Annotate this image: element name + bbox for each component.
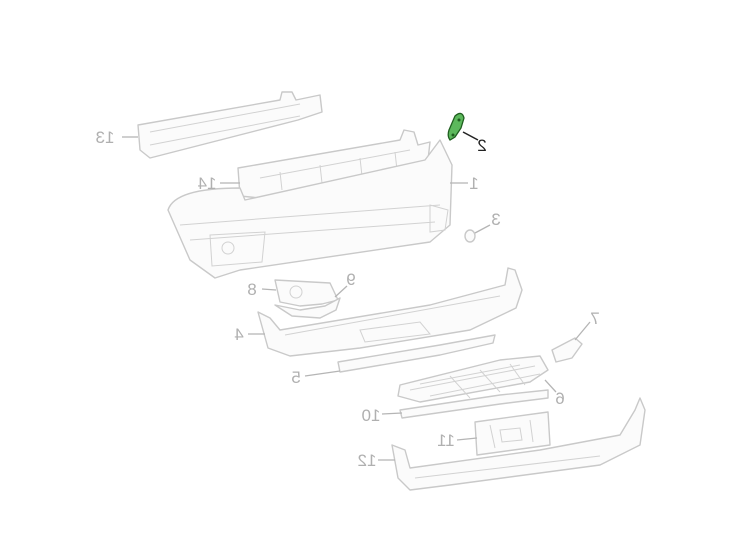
part-12-lower-valance[interactable] [391, 397, 646, 491]
part-7-tow-hook-cover[interactable] [551, 337, 583, 363]
part-1-front-fascia[interactable] [167, 139, 453, 279]
callout-10: 10 [362, 406, 381, 425]
part-5-trim-strip[interactable] [337, 334, 496, 373]
part-9-fog-trim[interactable] [274, 297, 341, 319]
callout-labels: 13 14 1 2 3 8 9 4 7 5 6 10 11 12 [96, 128, 600, 470]
callout-4: 4 [234, 325, 243, 344]
part-14-energy-absorber[interactable] [237, 129, 431, 199]
callout-13: 13 [96, 128, 115, 147]
part-6-lower-grille[interactable] [397, 355, 549, 403]
part-2-bracket-highlighted[interactable] [447, 112, 465, 141]
callout-2-highlighted: 2 [477, 136, 486, 155]
callout-6: 6 [555, 389, 564, 408]
part-3-clip[interactable] [464, 229, 476, 243]
callout-5: 5 [291, 368, 300, 387]
part-11-license-plate-bracket[interactable] [474, 411, 551, 456]
part-8-fog-bezel[interactable] [274, 279, 339, 307]
callout-9: 9 [346, 270, 355, 289]
leader-lines [122, 131, 591, 461]
callout-12: 12 [358, 451, 377, 470]
callout-1: 1 [469, 174, 478, 193]
callout-3: 3 [491, 210, 500, 229]
callout-14: 14 [198, 174, 217, 193]
part-13-reinforcement-beam[interactable] [137, 91, 323, 159]
part-10-lower-strip[interactable] [399, 389, 549, 419]
callout-11: 11 [437, 431, 455, 450]
part-4-lower-fascia[interactable] [257, 267, 523, 357]
callout-7: 7 [590, 309, 599, 328]
callout-8: 8 [247, 280, 256, 299]
